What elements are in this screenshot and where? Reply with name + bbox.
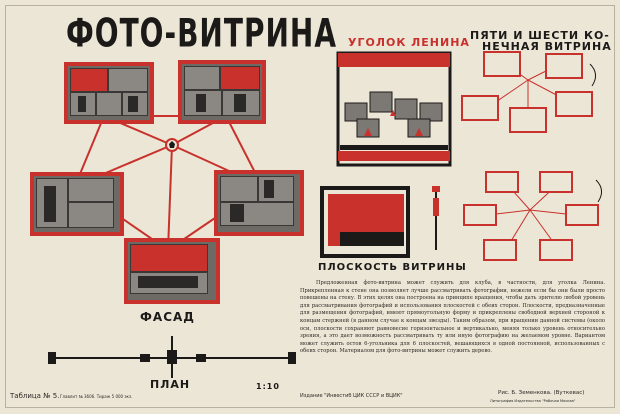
five-six-heading-line2: НЕЧНАЯ ВИТРИНА [482,40,612,53]
lenin-corner-heading: УГОЛОК ЛЕНИНА [348,36,470,49]
photo-panel-left [30,172,124,236]
photo-panel-top-right [178,60,266,124]
photo-panel-bottom [124,238,220,304]
poster-border [5,5,615,408]
description-text: Предложенная фото-витрина может служить … [300,280,605,355]
plan-label: ПЛАН [150,378,191,391]
print-info: Главлит № 3606. Тираж 5 000 экз. [60,394,133,399]
photo-panel-top-left [64,62,154,124]
photo-panel-right [214,170,304,236]
poster-title: ФОТО-ВИТРИНА [66,10,338,57]
five-six-heading-line1: ПЯТИ И ШЕСТИ КО- [470,29,610,42]
plane-label: ПЛОСКОСТЬ ВИТРИНЫ [318,262,467,273]
artist-credit: Рис. Б. Земенкова. (Вуткевас) [498,390,585,396]
table-number: Таблица № 5. [10,392,60,400]
printer-info: Литография Издательства "Рабочая Москва" [490,399,576,403]
scale-mark: 1:10 [256,382,280,391]
facade-label: ФАСАД [140,310,195,324]
publisher-info: Издание "Инвестиб ЦИК СССР и ВЦИК" [300,393,403,399]
